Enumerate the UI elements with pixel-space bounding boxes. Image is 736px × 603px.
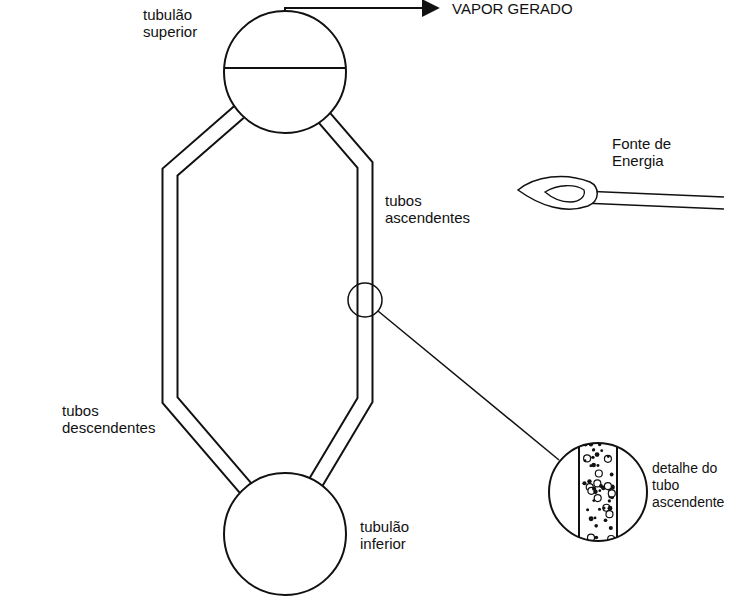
steam-output-label: VAPOR GERADO <box>452 0 652 17</box>
energy-source-label: Fonte de Energia <box>612 135 702 169</box>
tube-bore <box>316 118 365 481</box>
flame-outer <box>518 176 597 209</box>
detail-leader-line <box>378 311 559 460</box>
node-label: detalhe do tubo ascendente <box>652 460 728 511</box>
node-outline <box>548 442 648 542</box>
lower-drum: tubulão inferior <box>223 472 347 596</box>
downcomer-tube <box>170 112 245 488</box>
node-label: tubulão superior <box>143 6 219 40</box>
riser-tube <box>316 118 365 481</box>
node-outline <box>223 10 347 134</box>
tube-bore <box>170 112 245 488</box>
steam-outlet-arrow <box>285 8 438 14</box>
upper-drum: tubulão superior <box>223 10 347 134</box>
tube-label: tubos descendentes <box>62 402 162 436</box>
tube-wall <box>316 118 365 481</box>
torch <box>518 176 724 209</box>
node-label: tubulão inferior <box>360 518 440 552</box>
detail-marker-circle <box>348 283 382 317</box>
node-outline <box>223 472 347 596</box>
tube-wall <box>170 112 245 488</box>
detail-circle: detalhe do tubo ascendente <box>548 442 648 542</box>
flame-inner <box>545 186 584 202</box>
tube-label: tubos ascendentes <box>385 192 485 226</box>
